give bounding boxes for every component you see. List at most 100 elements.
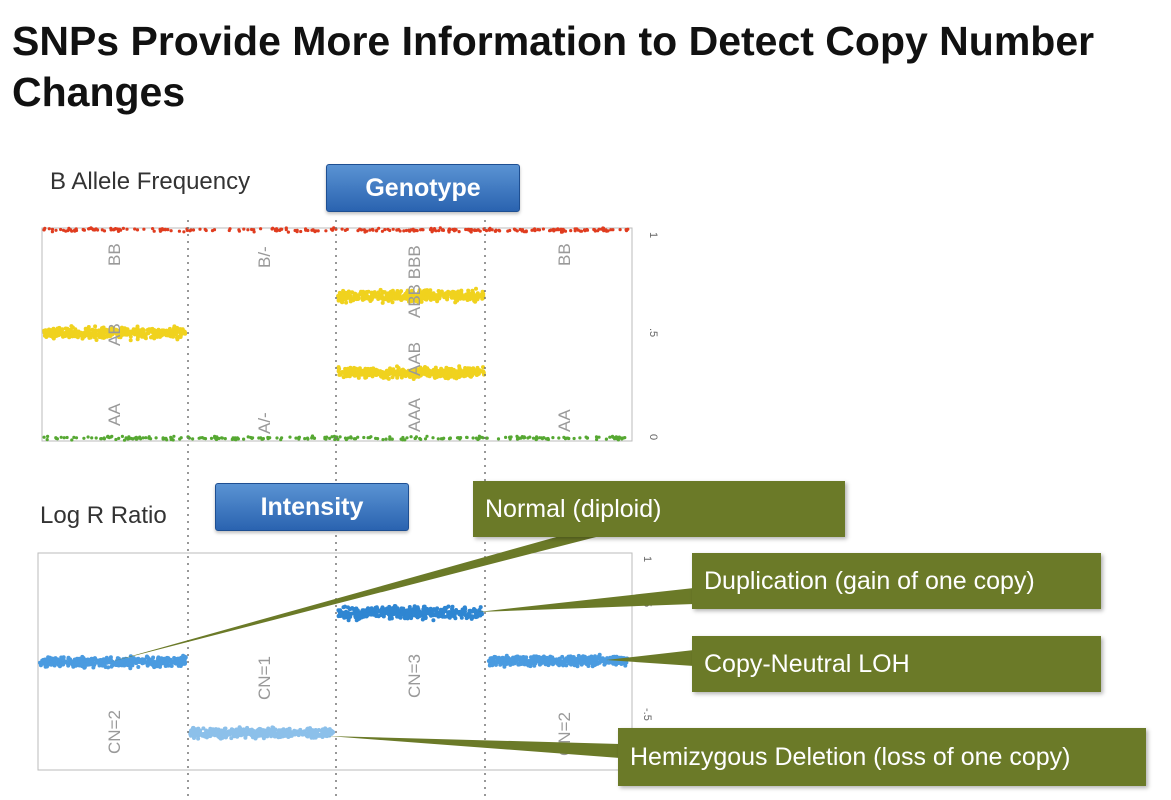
baf-point-aab — [385, 370, 390, 375]
baf-point-bb — [415, 229, 419, 233]
baf-point-ab — [101, 331, 106, 336]
lrr-point-cn2 — [142, 659, 147, 664]
baf-point-aab — [463, 373, 468, 378]
lrr-point-cn3 — [478, 605, 483, 610]
lrr-point-cn3 — [350, 606, 355, 611]
baf-point-ab — [151, 334, 156, 339]
baf-point-bb — [70, 229, 74, 233]
baf-point-ab — [51, 333, 56, 338]
baf-point-ab — [110, 330, 115, 335]
baf-point-ab — [128, 334, 133, 339]
baf-point-aa — [595, 437, 599, 442]
baf-point-ab — [128, 338, 133, 343]
lrr-point-cn3 — [398, 608, 403, 613]
baf-point-aa — [141, 436, 145, 440]
baf-point-bb — [434, 229, 438, 233]
baf-point-bb — [395, 228, 399, 232]
lrr-point-cn3 — [450, 604, 455, 609]
pointer-duplication — [478, 588, 694, 612]
baf-point-ab — [73, 327, 78, 332]
lrr-point-cn3 — [446, 604, 451, 609]
baf-point-abb — [438, 293, 443, 298]
baf-point-aa — [376, 437, 380, 441]
baf-point-aa — [477, 434, 481, 438]
baf-point-bb — [579, 229, 584, 233]
baf-point-abb — [434, 296, 439, 301]
lrr-point-cn2-loh — [593, 657, 598, 662]
baf-point-aa — [578, 436, 582, 440]
baf-point-bb — [363, 230, 367, 234]
baf-point-abb — [439, 289, 444, 294]
baf-point-aa — [147, 436, 151, 440]
baf-point-bb — [277, 228, 281, 232]
baf-point-bb — [506, 229, 510, 233]
baf-point-aa — [209, 436, 214, 440]
baf-point-bb — [142, 227, 146, 231]
lrr-point-cn1 — [316, 728, 321, 732]
lrr-panel-label: Log R Ratio — [40, 502, 167, 529]
baf-point-abb — [420, 290, 425, 295]
baf-point-bb — [151, 227, 155, 231]
pointer-normal — [110, 536, 600, 662]
lrr-point-cn1 — [210, 727, 215, 732]
baf-point-aab — [350, 371, 355, 376]
lrr-point-cn1 — [245, 726, 249, 731]
lrr-point-cn3 — [430, 610, 434, 615]
baf-label-seg4-bottom: AA — [555, 409, 574, 432]
baf-point-bb — [493, 229, 497, 233]
baf-point-aa — [431, 436, 435, 440]
baf-point-aab — [409, 368, 414, 373]
genotype-button[interactable]: Genotype — [326, 164, 520, 212]
lrr-point-cn2-loh — [623, 663, 628, 668]
baf-point-bb — [573, 227, 577, 231]
baf-point-abb — [442, 294, 447, 299]
baf-point-aab — [448, 371, 453, 376]
baf-point-aab — [381, 373, 386, 378]
baf-panel-label: B Allele Frequency — [50, 168, 251, 195]
baf-tick-half: .5 — [647, 328, 659, 337]
baf-point-bb — [585, 227, 589, 232]
lrr-point-cn2-loh — [546, 656, 551, 661]
baf-point-abb — [414, 294, 419, 298]
baf-point-aa — [528, 435, 532, 439]
baf-point-bb — [284, 228, 288, 232]
lrr-point-cn2 — [50, 656, 55, 661]
lrr-point-cn2 — [65, 661, 70, 666]
baf-point-aa — [251, 436, 255, 440]
lrr-point-cn2 — [160, 661, 164, 665]
callout-pointers — [110, 536, 694, 758]
lrr-point-cn2 — [158, 664, 162, 669]
lrr-tick-1: 1 — [641, 556, 653, 562]
baf-tick-1: 1 — [647, 232, 659, 238]
baf-point-bb — [242, 227, 246, 231]
lrr-label-seg2: CN=1 — [255, 656, 274, 700]
baf-point-aa — [257, 436, 261, 440]
lrr-point-cn3 — [393, 608, 397, 613]
baf-point-aa — [471, 436, 475, 440]
lrr-point-cn2-loh — [624, 660, 629, 665]
lrr-point-cn2-loh — [597, 660, 602, 665]
baf-label-seg4-top: BB — [555, 243, 574, 266]
lrr-point-cn3 — [420, 617, 425, 622]
lrr-point-cn3 — [398, 615, 403, 620]
lrr-point-cn2-loh — [532, 663, 537, 668]
baf-point-abb — [372, 290, 377, 295]
baf-point-aab — [460, 373, 465, 378]
intensity-button[interactable]: Intensity — [215, 483, 409, 531]
baf-point-abb — [378, 294, 383, 299]
baf-point-bb — [182, 230, 186, 234]
lrr-point-cn1 — [281, 732, 286, 737]
baf-point-aa — [401, 438, 405, 442]
lrr-point-cn2 — [49, 662, 54, 667]
baf-point-ab — [120, 332, 125, 337]
lrr-point-cn1 — [201, 732, 206, 736]
lrr-point-cn1 — [213, 730, 218, 735]
lrr-point-cn2 — [125, 657, 130, 662]
lrr-point-cn2 — [43, 664, 48, 669]
lrr-point-cn3 — [453, 616, 458, 621]
lrr-point-cn3 — [409, 616, 414, 621]
baf-point-aab — [341, 375, 346, 380]
baf-point-abb — [453, 297, 458, 301]
baf-point-bb — [611, 228, 615, 232]
lrr-point-cn3 — [375, 610, 379, 615]
